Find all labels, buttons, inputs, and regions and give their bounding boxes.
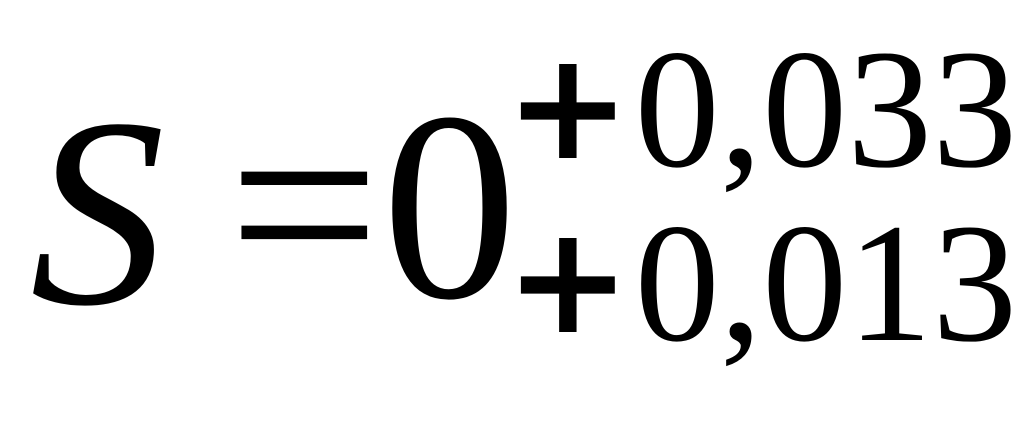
lower-deviation: +0,013	[505, 198, 1017, 368]
variable-symbol: S	[30, 63, 165, 362]
lower-deviation-sign: +	[505, 194, 631, 368]
upper-deviation-sign: +	[505, 20, 631, 194]
equals-sign: =	[228, 55, 381, 354]
nominal-value: 0	[382, 57, 517, 356]
upper-deviation: +0,033	[505, 24, 1017, 194]
upper-deviation-value: 0,033	[634, 15, 1018, 203]
lower-deviation-value: 0,013	[634, 189, 1018, 377]
